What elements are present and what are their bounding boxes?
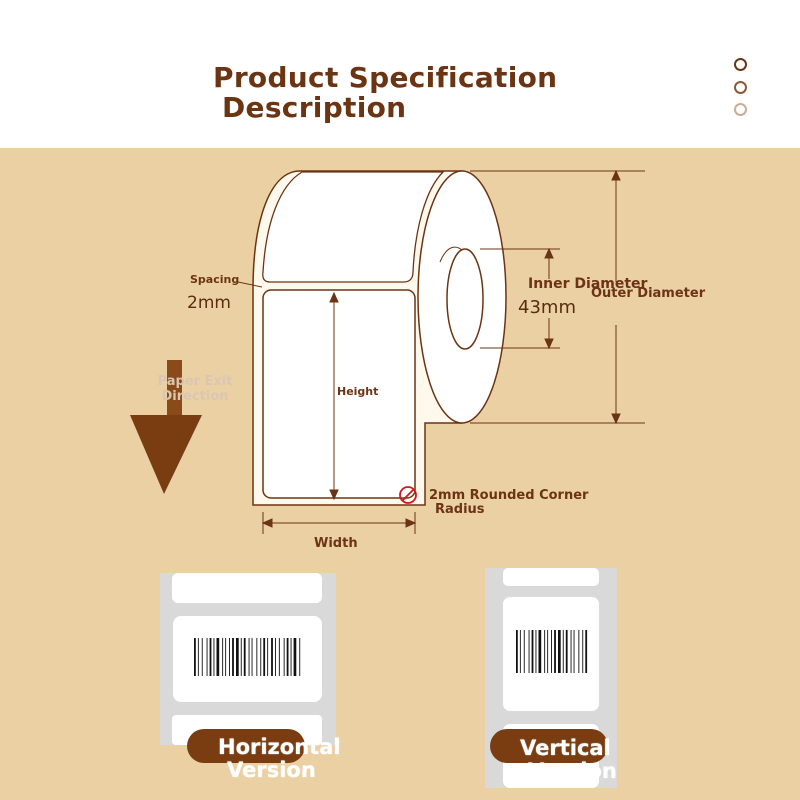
barcode-bar bbox=[213, 638, 215, 676]
barcode-bar bbox=[551, 630, 552, 673]
barcode-bar bbox=[229, 638, 230, 676]
barcode-bar bbox=[519, 630, 521, 673]
barcode-bar bbox=[209, 638, 212, 676]
vertical-version-line-2: Version bbox=[528, 759, 617, 783]
barcode-horizontal bbox=[194, 638, 301, 676]
barcode-bar bbox=[293, 638, 297, 676]
inner-diameter-label: Inner Diameter bbox=[528, 276, 648, 292]
paper-exit-line-1: Paper Exit bbox=[157, 374, 233, 389]
rounded-corner-marker bbox=[399, 486, 417, 504]
barcode-bar bbox=[535, 630, 537, 673]
carousel-dot-3[interactable] bbox=[734, 103, 747, 116]
barcode-bar bbox=[248, 638, 250, 676]
inner-diameter-value: 43mm bbox=[518, 297, 576, 318]
barcode-bar bbox=[283, 638, 285, 676]
paper-exit-label: Paper Exit Direction bbox=[150, 374, 240, 404]
corner-label-line-2: Radius bbox=[435, 502, 485, 517]
barcode-bar bbox=[573, 630, 575, 673]
spacing-value: 2mm bbox=[187, 293, 231, 313]
front-label bbox=[262, 289, 416, 499]
barcode-bar bbox=[263, 638, 266, 676]
barcode-bar bbox=[251, 638, 253, 676]
carousel-dot-2[interactable] bbox=[734, 80, 747, 94]
barcode-bar bbox=[260, 638, 262, 676]
barcode-bar bbox=[271, 638, 273, 676]
width-label: Width bbox=[314, 536, 358, 551]
page-title: Product Specification Description bbox=[213, 63, 557, 123]
barcode-bar bbox=[222, 638, 224, 676]
barcode-bar bbox=[299, 638, 301, 676]
height-dimension bbox=[329, 291, 339, 501]
title-line-2: Description bbox=[222, 91, 407, 124]
spacing-pointer bbox=[237, 281, 263, 288]
barcode-bar bbox=[236, 638, 239, 676]
barcode-bar bbox=[523, 630, 525, 673]
barcode-bar bbox=[585, 630, 588, 673]
outer-diameter-dimension bbox=[470, 169, 645, 425]
vertical-version-line-1: Vertical bbox=[520, 736, 611, 760]
barcode-bar bbox=[582, 630, 584, 673]
horizontal-version-label: Horizontal Version bbox=[218, 736, 341, 782]
height-label: Height bbox=[337, 385, 379, 398]
barcode-bar bbox=[197, 638, 199, 676]
carousel-dots bbox=[734, 58, 747, 126]
barcode-bar bbox=[516, 630, 518, 673]
horizontal-version-line-1: Horizontal bbox=[218, 735, 341, 759]
barcode-vertical bbox=[516, 630, 588, 673]
header: Product Specification Description bbox=[0, 0, 800, 148]
barcode-bar bbox=[216, 638, 220, 676]
barcode-bar bbox=[531, 630, 534, 673]
barcode-bar bbox=[554, 630, 556, 673]
barcode-bar bbox=[538, 630, 542, 673]
barcode-bar bbox=[278, 638, 280, 676]
barcode-bar bbox=[267, 638, 269, 676]
outer-diameter-label: Outer Diameter bbox=[591, 286, 706, 301]
horizontal-version-card bbox=[160, 573, 336, 745]
spacing-label: Spacing bbox=[190, 273, 240, 286]
width-dimension bbox=[261, 512, 417, 534]
carousel-dot-1[interactable] bbox=[734, 58, 747, 71]
barcode-bar bbox=[578, 630, 580, 673]
barcode-bar bbox=[201, 638, 203, 676]
paper-exit-line-2: Direction bbox=[161, 389, 229, 404]
barcode-bar bbox=[206, 638, 208, 676]
title-line-1: Product Specification bbox=[213, 61, 558, 94]
barcode-bar bbox=[570, 630, 572, 673]
barcode-bar bbox=[558, 630, 561, 673]
barcode-bar bbox=[547, 630, 549, 673]
barcode-bar bbox=[528, 630, 530, 673]
vertical-version-badge bbox=[490, 729, 608, 763]
label-roll-diagram bbox=[130, 169, 645, 788]
barcode-bar bbox=[544, 630, 546, 673]
barcode-bar bbox=[275, 638, 276, 676]
barcode-bar bbox=[290, 638, 292, 676]
vertical-version-label: Vertical Version bbox=[520, 737, 617, 783]
barcode-bar bbox=[225, 638, 227, 676]
barcode-bar bbox=[232, 638, 234, 676]
barcode-bar bbox=[565, 630, 568, 673]
barcode-bar bbox=[194, 638, 196, 676]
barcode-bar bbox=[256, 638, 258, 676]
paper-exit-arrow bbox=[130, 360, 202, 494]
barcode-bar bbox=[562, 630, 564, 673]
barcode-bar bbox=[243, 638, 246, 676]
horizontal-version-line-2: Version bbox=[227, 758, 316, 782]
barcode-bar bbox=[240, 638, 242, 676]
barcode-bar bbox=[286, 638, 289, 676]
corner-label-line-1: 2mm Rounded Corner bbox=[429, 488, 589, 503]
horizontal-version-badge bbox=[187, 729, 305, 763]
inner-diameter-dimension bbox=[480, 247, 560, 350]
